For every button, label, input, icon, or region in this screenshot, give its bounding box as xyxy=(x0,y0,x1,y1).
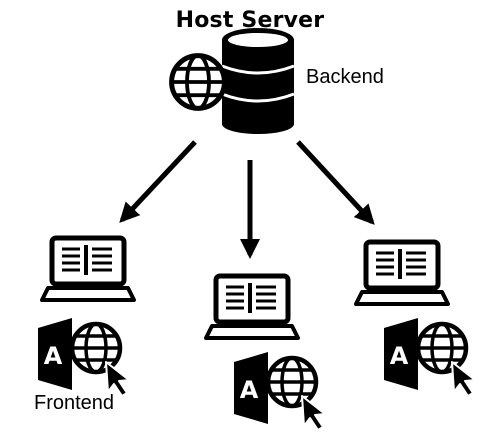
laptop-icon-center xyxy=(206,276,298,338)
database-server-icon xyxy=(221,28,295,134)
app-icon-right xyxy=(384,318,475,396)
backend-label: Backend xyxy=(306,66,384,88)
laptop-icon-left xyxy=(42,238,134,300)
server-globe-icon xyxy=(172,56,225,109)
frontend-label: Frontend xyxy=(34,392,115,414)
arrow-to-left-client xyxy=(119,140,197,223)
laptop-icon-right xyxy=(356,242,448,304)
app-icon-left xyxy=(38,318,129,396)
app-icon-center xyxy=(234,352,325,430)
arrow-to-right-client xyxy=(296,140,375,225)
